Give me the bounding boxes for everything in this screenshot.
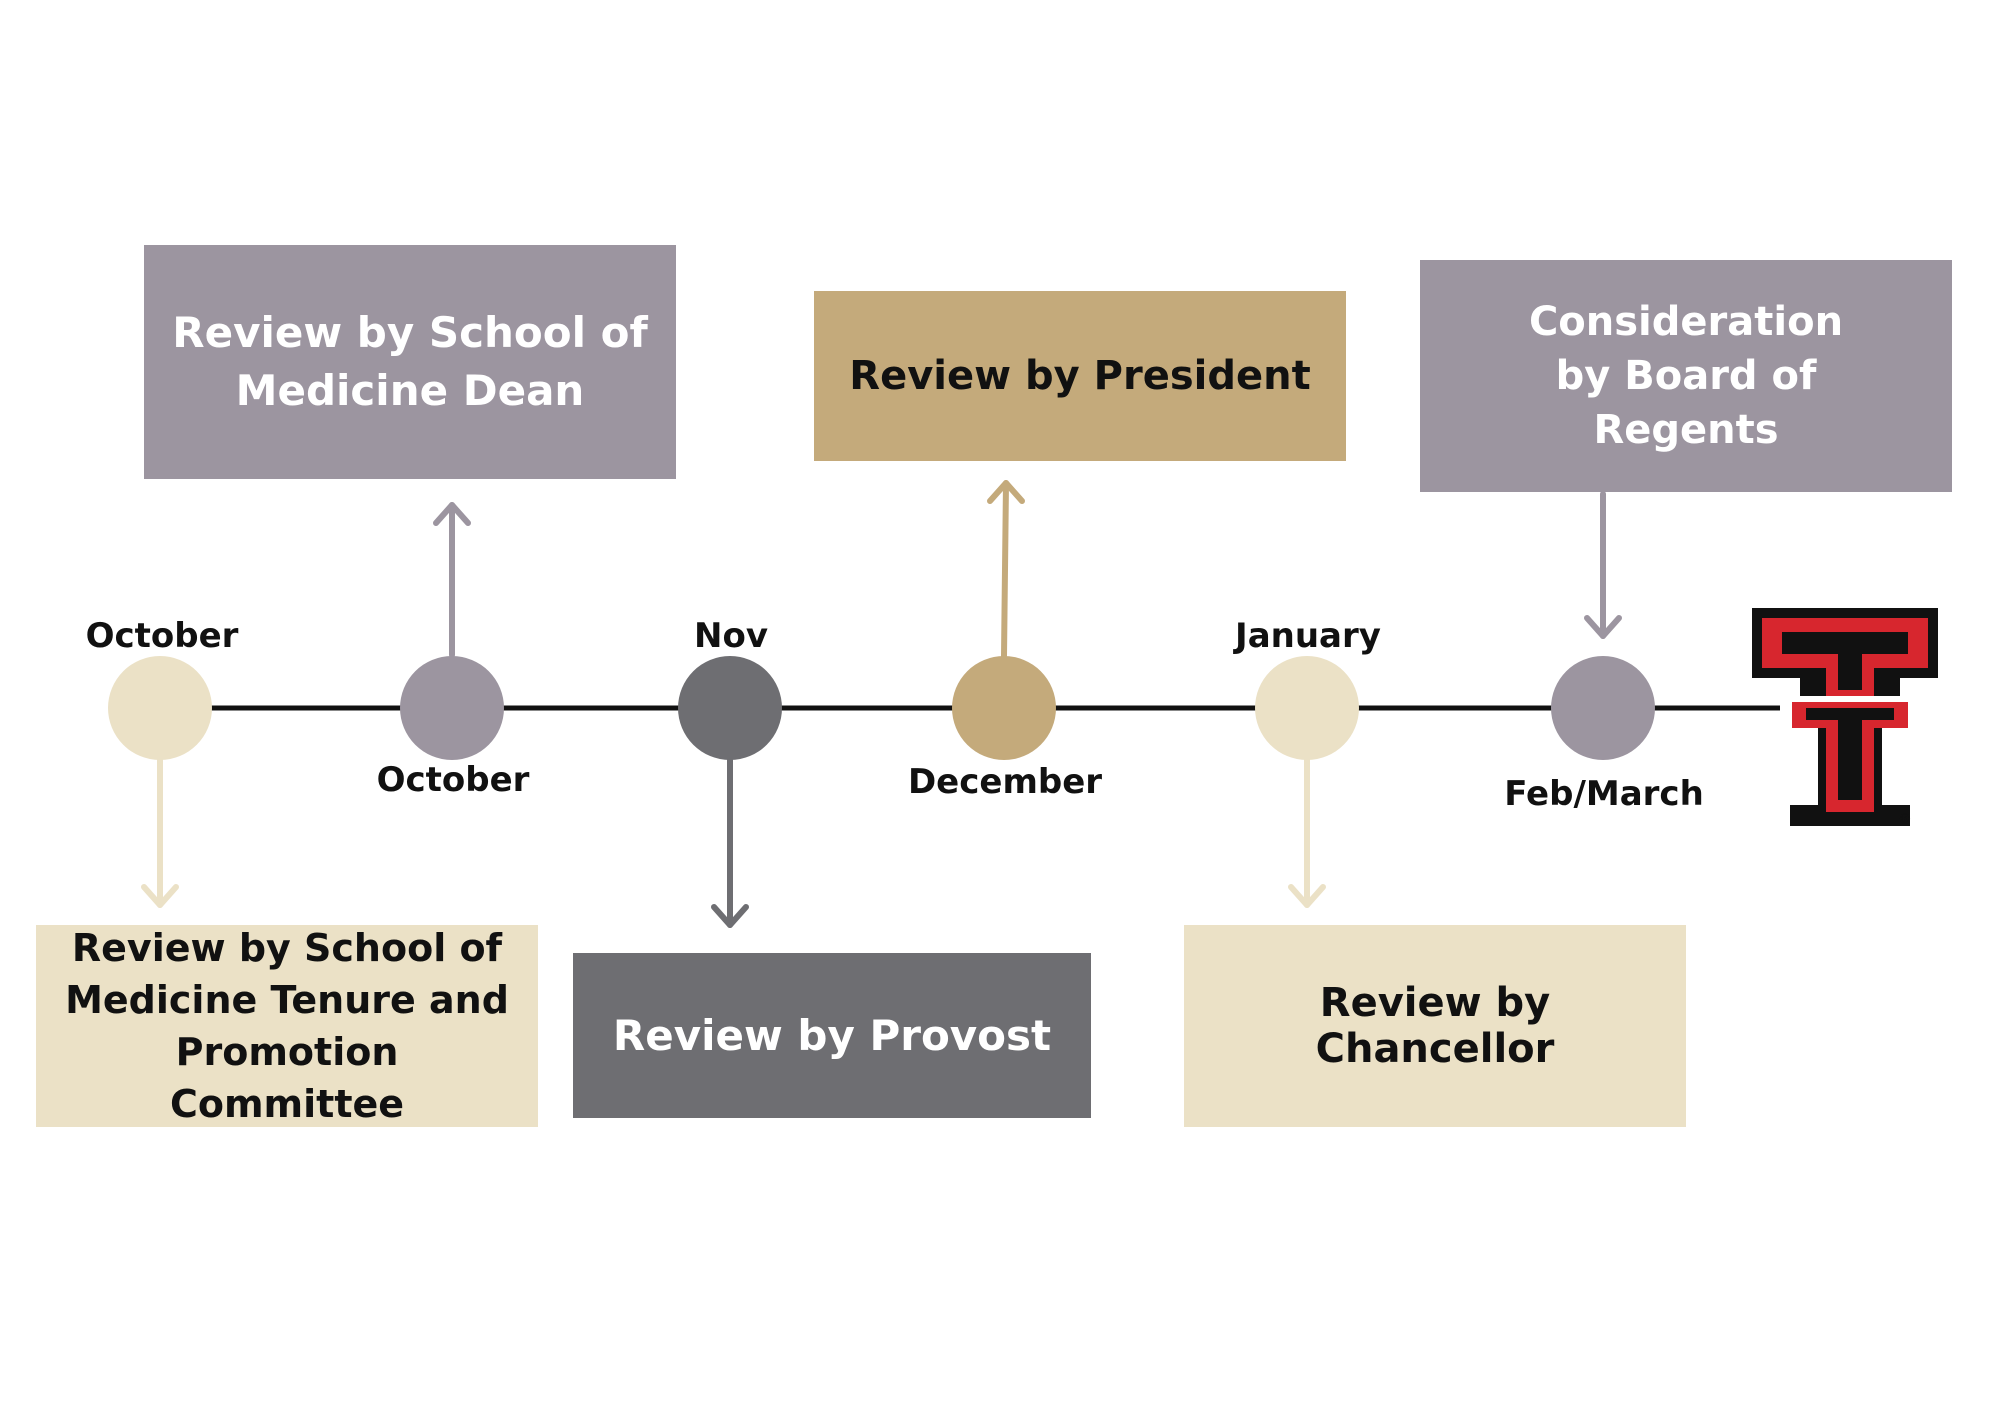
box-dean-review: Review by School of Medicine Dean (144, 245, 676, 479)
box-chancellor-review: Review by Chancellor (1184, 925, 1686, 1127)
arrow-head-4 (987, 480, 1025, 504)
connector-arrow-4 (1001, 480, 1009, 659)
arrow-head-1 (141, 884, 179, 908)
box-president-review: Review by President (814, 291, 1346, 461)
arrow-head-3 (711, 904, 749, 928)
label-nov: Nov (694, 616, 768, 656)
logo-lower-t-stripe (1806, 708, 1894, 800)
box-regents-text: Consideration by Board of Regents (1528, 299, 1844, 453)
timeline-node-6 (1551, 656, 1655, 760)
timeline-node-3 (678, 656, 782, 760)
label-feb-march: Feb/March (1504, 774, 1704, 814)
double-t-logo-icon (1752, 608, 1938, 826)
box-provost-review: Review by Provost (573, 953, 1091, 1118)
logo-registered-mark: ® (1898, 812, 1912, 828)
box-chancellor-text: Review by Chancellor (1315, 980, 1555, 1072)
timeline-node-4 (952, 656, 1056, 760)
timeline-node-1 (108, 656, 212, 760)
box-tenure-committee-text: Review by School of Medicine Tenure and … (65, 926, 509, 1126)
box-regents-consideration: Consideration by Board of Regents (1420, 260, 1952, 492)
label-december: December (907, 762, 1103, 802)
arrow-head-2 (433, 502, 471, 526)
label-october-1: October (85, 616, 239, 656)
timeline-node-5 (1255, 656, 1359, 760)
arrow-head-6 (1584, 615, 1622, 639)
box-tenure-committee-review: Review by School of Medicine Tenure and … (36, 925, 538, 1127)
box-provost-text: Review by Provost (612, 1011, 1052, 1060)
logo-upper-t-stripe (1782, 632, 1908, 690)
arrow-head-5 (1288, 884, 1326, 908)
label-january: January (1235, 616, 1381, 656)
box-president-text: Review by President (849, 353, 1311, 399)
timeline-node-2 (400, 656, 504, 760)
box-dean-text: Review by School of Medicine Dean (172, 308, 648, 415)
logo-separator (1790, 696, 1910, 702)
label-october-2: October (376, 760, 530, 800)
